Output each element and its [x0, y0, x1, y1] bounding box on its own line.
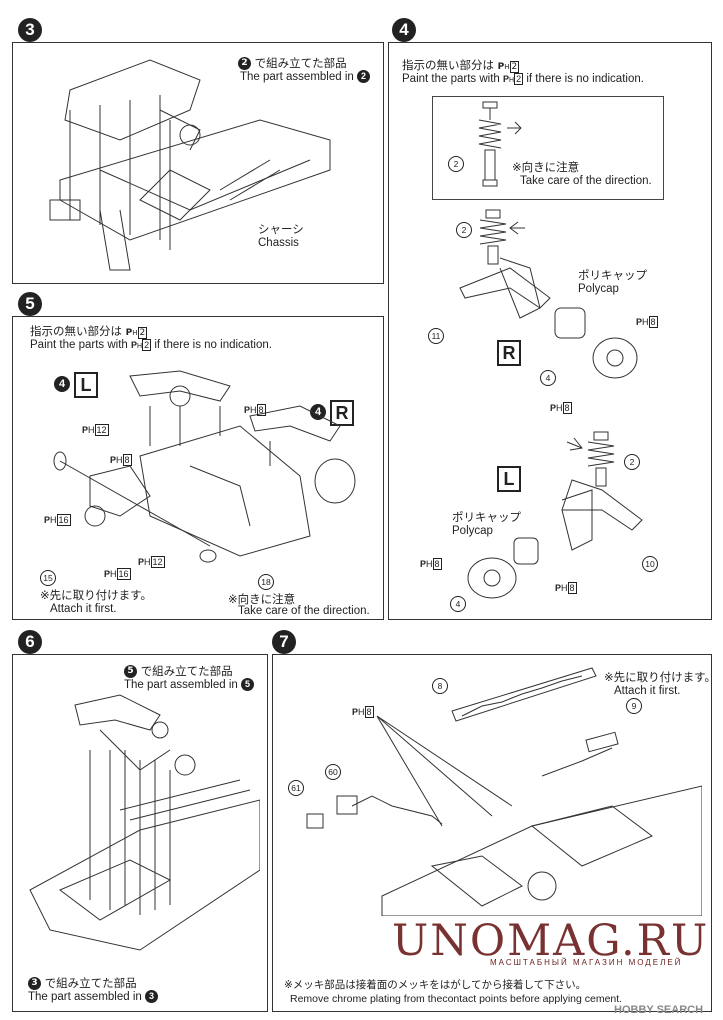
step4-paint-en-post: if there is no indication.	[526, 73, 644, 85]
step5-direction-jp: ※向きに注意	[228, 592, 296, 606]
step6-illustration	[29, 694, 260, 951]
hobby-search-logo: HOBBY SEARCH	[614, 1004, 704, 1016]
step5-first-en: Attach it first.	[50, 603, 117, 615]
step4-left-label: L	[497, 466, 521, 492]
step4-l-polycap-en: Polycap	[452, 525, 493, 537]
step5-panel	[12, 316, 384, 620]
step7-part-8: 8	[432, 678, 448, 694]
step4-shock-illustration	[478, 101, 522, 187]
step3-badge: 3	[18, 18, 42, 42]
step6-callout-bottom-jp: で組み立てた部品	[44, 976, 137, 990]
step4-r-part-4: 4	[540, 370, 556, 386]
step5-badge: 5	[18, 292, 42, 316]
step6-callout-bottom-en-line: The part assembled in 3	[28, 990, 158, 1004]
step4-l-polycap-jp: ポリキャップ	[452, 510, 521, 524]
step5-part-18: 18	[258, 574, 274, 590]
step5-left-label: L	[74, 372, 98, 398]
step4-r-polycap-en: Polycap	[578, 283, 619, 295]
step4-direction-jp: ※向きに注意	[512, 160, 580, 174]
step3-callout-ref: 2	[238, 57, 251, 70]
step6-callout-top-ref: 5	[124, 665, 137, 678]
step5-paint-jp: 指示の無い部分は	[30, 324, 122, 338]
step5-direction-en: Take care of the direction.	[238, 605, 370, 617]
step4-badge: 4	[392, 18, 416, 42]
step6-badge: 6	[18, 630, 42, 654]
step3-illustration	[49, 59, 331, 271]
watermark-main: UNOMAG.RU	[392, 916, 710, 966]
step6-callout-top-en: The part assembled in	[124, 679, 238, 691]
step3-chassis-en: Chassis	[258, 237, 299, 249]
step3-callout-en-ref: 2	[357, 70, 370, 84]
step6-callout-bottom: 3 で組み立てた部品	[28, 976, 137, 990]
step5-paint-en-pre: Paint the parts with	[30, 339, 128, 351]
step7-chrome-jp: ※メッキ部品は接着面のメッキをはがしてから接着して下さい。	[284, 979, 587, 991]
step6-callout-top-en-ref: 5	[241, 678, 254, 692]
step6-callout-bottom-en-ref: 3	[145, 990, 158, 1004]
step6-callout-bottom-en: The part assembled in	[28, 991, 142, 1003]
step4-l-part-2: 2	[624, 454, 640, 470]
step4-direction-box	[432, 96, 664, 200]
step4-r-part-2: 2	[456, 222, 472, 238]
step6-callout-top-en-line: The part assembled in 5	[124, 678, 254, 692]
step4-paint-jp: 指示の無い部分は	[402, 58, 494, 72]
step4-right-illustration	[459, 209, 638, 379]
step6-callout-top-jp: で組み立てた部品	[140, 664, 233, 678]
step7-first-en: Attach it first.	[614, 685, 681, 697]
step3-callout: 2 で組み立てた部品	[238, 56, 347, 70]
step7-illustration	[306, 667, 702, 916]
step4-direction-en: Take care of the direction.	[520, 175, 652, 187]
step4-r-polycap-jp: ポリキャップ	[578, 268, 647, 282]
step5-paint-en-post: if there is no indication.	[154, 339, 272, 351]
step4-part-11: 11	[428, 328, 444, 344]
step3-callout-en-line: The part assembled in 2	[240, 70, 370, 84]
step7-part-60: 60	[325, 764, 341, 780]
step4-right-label: R	[497, 340, 521, 366]
step4-l-part-4: 4	[450, 596, 466, 612]
step5-illustration	[53, 370, 356, 563]
step6-callout-top: 5 で組み立てた部品	[124, 664, 233, 678]
step5-part-15: 15	[40, 570, 56, 586]
step4-box-part-2: 2	[448, 156, 464, 172]
watermark-sub: МАСШТАБНЫЙ МАГАЗИН МОДЕЛЕЙ	[490, 958, 683, 967]
step3-callout-en: The part assembled in	[240, 71, 354, 83]
step4-left-illustration	[467, 431, 643, 599]
step3-callout-jp: で組み立てた部品	[254, 56, 347, 70]
step6-callout-bottom-ref: 3	[28, 977, 41, 990]
step3-panel	[12, 42, 384, 284]
step7-part-61: 61	[288, 780, 304, 796]
step5-right-ref: 4	[310, 404, 326, 420]
step7-badge: 7	[272, 630, 296, 654]
step7-first-jp: ※先に取り付けます。	[604, 670, 716, 684]
step4-paint-en-pre: Paint the parts with	[402, 73, 500, 85]
step3-chassis-jp: シャーシ	[258, 222, 304, 236]
step5-right-label: R	[330, 400, 354, 426]
step7-part-9: 9	[626, 698, 642, 714]
step5-left-ref: 4	[54, 376, 70, 392]
step7-panel	[272, 654, 712, 1012]
step7-chrome-en: Remove chrome plating from thecontact po…	[290, 993, 623, 1005]
step5-first-jp: ※先に取り付けます。	[40, 588, 152, 602]
step4-part-10: 10	[642, 556, 658, 572]
